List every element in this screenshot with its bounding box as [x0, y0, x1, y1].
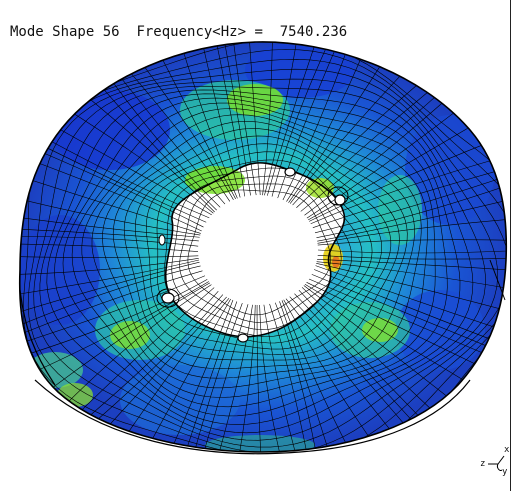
mesh-line: [259, 304, 287, 452]
mesh-line: [187, 189, 331, 316]
mesh-line: [19, 279, 208, 358]
mesh-line: [198, 41, 241, 198]
mesh-line: [212, 41, 246, 197]
mesh-line: [19, 259, 200, 299]
mesh-line: [289, 296, 416, 438]
frequency-value: 7540.236: [279, 24, 348, 40]
mesh-line: [19, 258, 199, 276]
mesh-line: [292, 73, 431, 206]
mesh-line: [316, 182, 507, 238]
mesh-line: [91, 114, 422, 389]
mesh-line: [179, 183, 342, 323]
mesh-line: [311, 274, 501, 352]
mesh-line: [46, 89, 474, 434]
mesh-line: [308, 120, 482, 221]
mesh-line: [282, 41, 353, 201]
mesh-line: [271, 41, 335, 197]
viewport-border: [510, 0, 511, 491]
mesh-line: [80, 291, 219, 424]
mesh-line: [39, 85, 486, 441]
mesh-line: [134, 143, 392, 356]
mode-number: 56: [102, 24, 120, 40]
mesh-line: [277, 41, 344, 199]
mesh-line: [27, 68, 507, 452]
bolt-hole: [237, 333, 249, 343]
mesh-line: [317, 239, 507, 246]
mesh-line: [294, 293, 423, 433]
bolt-hole: [284, 167, 296, 177]
mesh-line: [123, 135, 400, 361]
mesh-line: [317, 217, 507, 244]
mesh-line: [54, 93, 461, 425]
mesh-line: [288, 49, 391, 203]
mesh-line: [286, 41, 369, 202]
mesh-line: [19, 255, 199, 258]
mesh-line: [285, 298, 403, 445]
mesh-line: [317, 258, 507, 272]
mesh-line: [19, 270, 203, 340]
mesh-line: [19, 227, 199, 242]
mesh-line: [289, 61, 414, 204]
mesh-line: [316, 262, 507, 314]
triad-y-label: y: [502, 467, 508, 477]
mesh-line: [256, 304, 263, 452]
mesh-line: [19, 261, 200, 319]
mesh-line: [73, 287, 215, 419]
triad-axes-icon: [488, 455, 505, 471]
mesh-line: [309, 139, 496, 222]
frequency-label: Frequency<Hz> =: [136, 24, 263, 40]
mesh-line: [317, 255, 507, 260]
mesh-line: [264, 41, 300, 196]
mesh-line: [263, 304, 303, 452]
mesh-line: [267, 41, 322, 196]
mesh-line: [296, 80, 442, 208]
mesh-line: [37, 116, 212, 216]
mesh-line: [19, 235, 199, 247]
coordinate-triad: z x y: [478, 444, 512, 478]
mesh-line: [61, 284, 212, 409]
mesh-line: [112, 128, 408, 370]
mesh-line: [315, 265, 507, 333]
mode-label: Mode Shape: [10, 24, 95, 40]
triad-x-label: x: [504, 445, 510, 455]
mesh-line: [156, 159, 373, 344]
mode-shape-title: Mode Shape 56 Frequency<Hz> = 7540.236: [10, 24, 347, 40]
mesh-line: [314, 173, 507, 234]
mesh-line: [316, 261, 507, 292]
mesh-line: [19, 243, 199, 252]
mesh-line: [314, 269, 505, 345]
mesh-line: [298, 290, 430, 428]
mesh-line: [303, 285, 458, 406]
triad-z-label: z: [480, 459, 486, 469]
mesh-line: [33, 78, 499, 448]
mesh-line: [141, 298, 231, 452]
mesh-line: [118, 297, 230, 448]
mesh-line: [62, 97, 448, 417]
mesh-line: [23, 58, 507, 452]
mesh-line: [45, 282, 211, 393]
mesh-line: [71, 102, 436, 408]
bolt-hole: [158, 234, 166, 246]
mesh-line: [317, 196, 507, 242]
bolt-holes: [156, 167, 349, 343]
mesh-line: [102, 121, 415, 379]
mesh-line: [87, 294, 224, 429]
bolt-hole: [156, 288, 180, 308]
mesh-line: [145, 151, 383, 350]
ring-edges: [18, 41, 508, 455]
mesh-line: [81, 108, 428, 398]
mesh-line: [300, 85, 448, 212]
mesh-line: [19, 275, 206, 347]
displacement-contours: [20, 42, 495, 452]
bolt-hole: [327, 186, 349, 206]
mesh-line: [19, 265, 201, 332]
mesh-line: [306, 103, 467, 219]
mesh-line: [312, 167, 507, 228]
mesh-line: [99, 296, 227, 437]
